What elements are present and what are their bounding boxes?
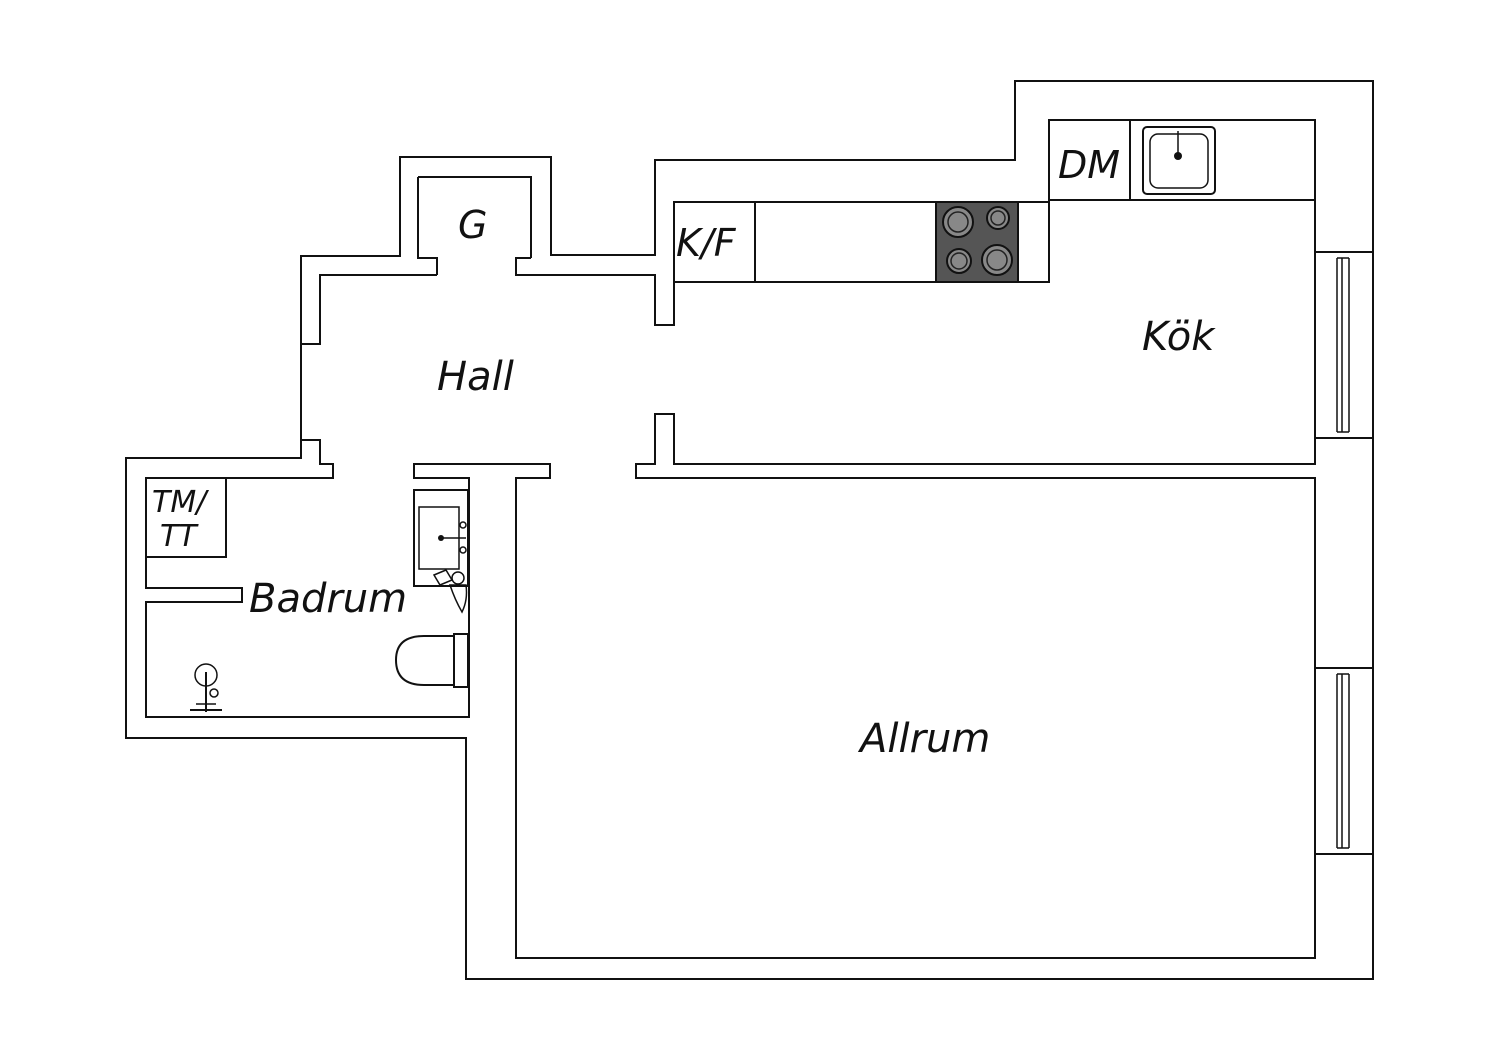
- room-label-hall: Hall: [437, 354, 514, 400]
- fixture-label-kyl-frys: K/F: [676, 221, 737, 265]
- fixture-label-tm: TM/: [152, 485, 209, 520]
- room-label-allrum: Allrum: [857, 716, 990, 762]
- washing-machine-box: [145, 477, 227, 558]
- washbasin-icon: [413, 489, 469, 587]
- fixture-label-tt: TT: [160, 519, 199, 554]
- window-kitchen: [1314, 251, 1374, 439]
- stove-icon: [935, 201, 1019, 283]
- room-label-badrum: Badrum: [249, 576, 407, 622]
- hand-shower-icon: [432, 569, 468, 614]
- room-label-kok: Kök: [1142, 314, 1216, 360]
- fixture-label-garderob: G: [458, 203, 487, 247]
- shower-drain-icon: [190, 663, 222, 712]
- kitchen-sink-icon: [1142, 126, 1216, 195]
- fixture-label-diskmaskin: DM: [1058, 143, 1120, 187]
- window-allrum: [1314, 667, 1374, 855]
- toilet-icon: [394, 633, 469, 688]
